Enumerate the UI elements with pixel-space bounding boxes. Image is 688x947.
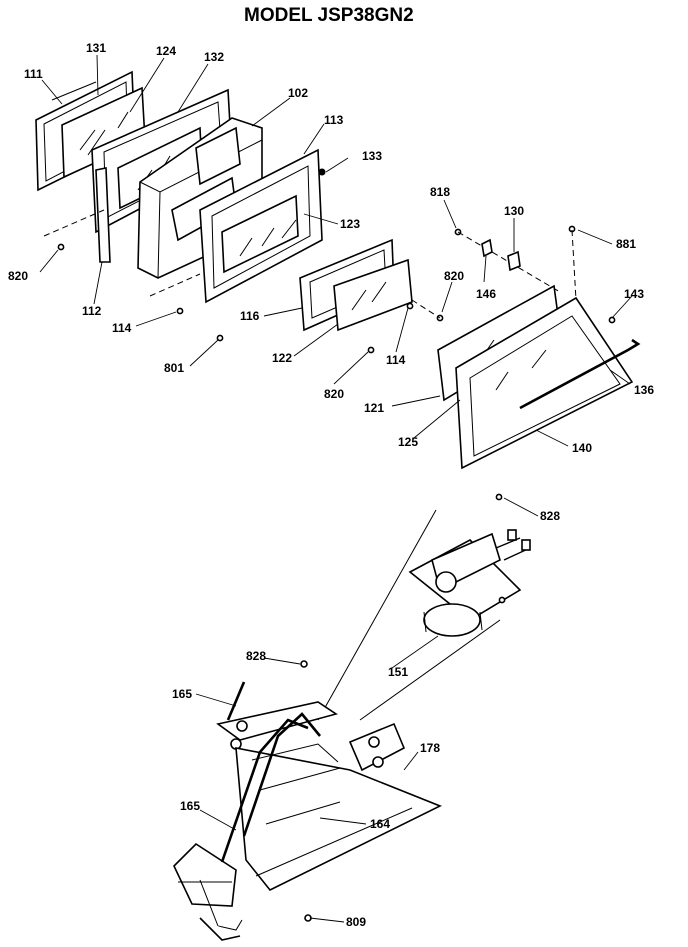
callout-112: 112 — [82, 304, 102, 318]
callout-881: 881 — [616, 237, 636, 251]
alignment-lines — [43, 209, 577, 319]
callout-114-a: 114 — [112, 321, 132, 335]
callout-labels: 111 131 124 132 102 113 133 123 820 112 … — [8, 41, 654, 929]
part-165-wire — [220, 718, 309, 863]
callout-820-a: 820 — [8, 269, 28, 283]
callout-123: 123 — [340, 217, 360, 231]
part-140-outer-door-frame — [455, 296, 634, 470]
callout-leaders — [39, 54, 633, 923]
callout-121: 121 — [364, 401, 384, 415]
part-113-inner-door-frame — [199, 148, 323, 304]
callout-133: 133 — [362, 149, 382, 163]
part-122-glass — [333, 258, 413, 332]
callout-130: 130 — [504, 204, 524, 218]
callout-818: 818 — [430, 185, 450, 199]
callout-136: 136 — [634, 383, 654, 397]
callout-131: 131 — [86, 41, 106, 55]
part-164-wire — [242, 712, 322, 837]
callout-122: 122 — [272, 351, 292, 365]
callout-116: 116 — [240, 309, 260, 323]
callout-820-c: 820 — [444, 269, 464, 283]
callout-178: 178 — [420, 741, 440, 755]
part-151-blower-motor — [408, 493, 531, 637]
callout-113: 113 — [324, 113, 344, 127]
callout-809: 809 — [346, 915, 366, 929]
motor-projection-line — [317, 509, 437, 721]
callout-164: 164 — [370, 817, 390, 831]
part-136-handle — [519, 338, 641, 410]
model-title: MODEL JSP38GN2 — [244, 5, 414, 26]
part-178-mounting-bracket — [173, 701, 442, 941]
callout-102: 102 — [288, 86, 308, 100]
callout-140: 140 — [572, 441, 592, 455]
callout-828-b: 828 — [246, 649, 266, 663]
callout-132: 132 — [204, 50, 224, 64]
callout-165-a: 165 — [172, 687, 192, 701]
callout-146: 146 — [476, 287, 496, 301]
callout-820-b: 820 — [324, 387, 344, 401]
callout-125: 125 — [398, 435, 418, 449]
callout-828-a: 828 — [540, 509, 560, 523]
callout-111: 111 — [24, 67, 43, 81]
part-165-rod — [226, 681, 246, 721]
motor-projection-line-2 — [359, 619, 501, 721]
part-146-clip — [481, 238, 493, 258]
callout-124: 124 — [156, 44, 176, 58]
callout-165-b: 165 — [180, 799, 200, 813]
callout-801: 801 — [164, 361, 184, 375]
callout-143: 143 — [624, 287, 644, 301]
part-130-bracket — [507, 250, 521, 272]
callout-114-b: 114 — [386, 353, 406, 367]
part-133-bumper — [318, 168, 326, 176]
callout-151: 151 — [388, 665, 408, 679]
